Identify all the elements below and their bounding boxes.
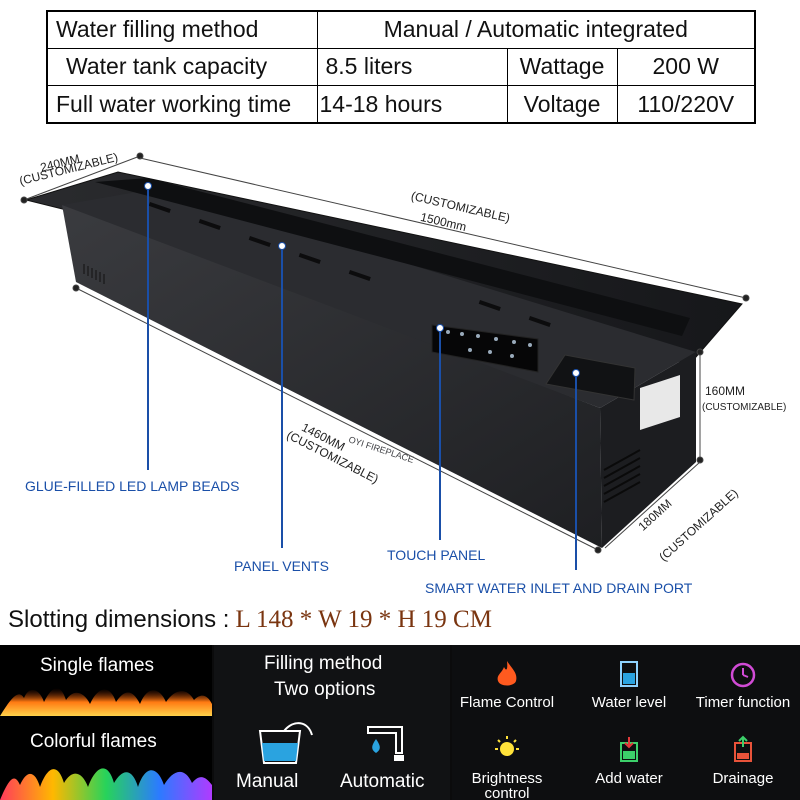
callout-water-port: SMART WATER INLET AND DRAIN PORT [425, 580, 693, 596]
flames-panel: Single flames Colorful flames [0, 645, 212, 800]
rear-grill [603, 449, 641, 503]
callout-touch-panel: TOUCH PANEL [387, 547, 486, 563]
add-water-icon [620, 737, 638, 762]
control-brightness-label-2: control [484, 785, 530, 800]
front-face [62, 205, 602, 548]
table-cell: Voltage [506, 85, 618, 124]
slotting-label: Slotting dimensions : [8, 606, 230, 633]
table-row: Full water working time 14-18 hours Volt… [46, 85, 756, 124]
control-flame-label: Flame Control [459, 694, 555, 711]
filling-method-subtitle: Two options [274, 679, 376, 700]
water-level-icon [620, 661, 638, 687]
automatic-faucet-icon [367, 726, 404, 761]
control-brightness-label-1: Brightness [471, 770, 543, 787]
panel-vents [148, 202, 551, 327]
flame-icon [497, 661, 517, 686]
controls-panel: Flame Control Water level Timer function… [452, 645, 800, 800]
table-cell: 14-18 hours [316, 85, 508, 124]
control-add-water-label: Add water [595, 770, 663, 787]
table-cell: 8.5 liters [316, 47, 508, 87]
colorful-flames-image [0, 768, 212, 800]
brightness-icon [495, 736, 519, 756]
table-cell: 110/220V [616, 85, 756, 124]
callout-panel-vents: PANEL VENTS [234, 558, 329, 574]
filling-method-panel: Filling method Two options Manual Automa… [214, 645, 450, 800]
manual-bucket-icon [258, 722, 313, 764]
dim-height-note: (CUSTOMIZABLE) [702, 402, 787, 413]
slotting-value: L 148 * W 19 * H 19 CM [235, 606, 492, 633]
side-grill [83, 264, 105, 284]
single-flames-label: Single flames [40, 655, 155, 676]
control-drainage-label: Drainage [712, 770, 774, 787]
control-brightness: Brightness control [452, 735, 562, 800]
table-cell: Manual / Automatic integrated [316, 10, 756, 49]
control-water-level-label: Water level [591, 694, 667, 711]
water-port [545, 354, 636, 401]
filling-method-title: Filling method [264, 653, 383, 674]
table-cell: Wattage [506, 47, 618, 87]
table-cell: Full water working time [46, 85, 318, 124]
control-add-water: Add water [574, 735, 684, 786]
table-cell: Water tank capacity [46, 47, 318, 87]
table-row: Water filling method Manual / Automatic … [46, 10, 756, 49]
control-water-level: Water level [574, 659, 684, 710]
control-timer: Timer function [688, 659, 798, 710]
automatic-label: Automatic [340, 771, 425, 792]
callout-led-beads: GLUE-FILLED LED LAMP BEADS [25, 478, 240, 494]
drainage-icon [734, 735, 752, 762]
control-flame: Flame Control [452, 659, 562, 710]
manual-label: Manual [236, 771, 299, 792]
slotting-dimensions: Slotting dimensions :L 148 * W 19 * H 19… [8, 606, 492, 634]
flame-slot [95, 178, 690, 336]
spec-table: Water filling method Manual / Automatic … [46, 10, 756, 124]
touch-panel [431, 324, 539, 373]
colorful-flames-label: Colorful flames [30, 731, 157, 752]
table-cell: 200 W [616, 47, 756, 87]
table-row: Water tank capacity 8.5 liters Wattage 2… [46, 47, 756, 87]
fireplace-illustration: OYI FIREPLACE [20, 152, 750, 570]
single-flames-image [0, 688, 212, 716]
control-drainage: Drainage [688, 735, 798, 786]
dim-height: 160MM [705, 384, 746, 398]
table-cell: Water filling method [46, 10, 318, 49]
feature-band: Single flames Colorful flames Filling me… [0, 645, 800, 800]
timer-icon [730, 662, 756, 688]
control-timer-label: Timer function [695, 694, 791, 711]
